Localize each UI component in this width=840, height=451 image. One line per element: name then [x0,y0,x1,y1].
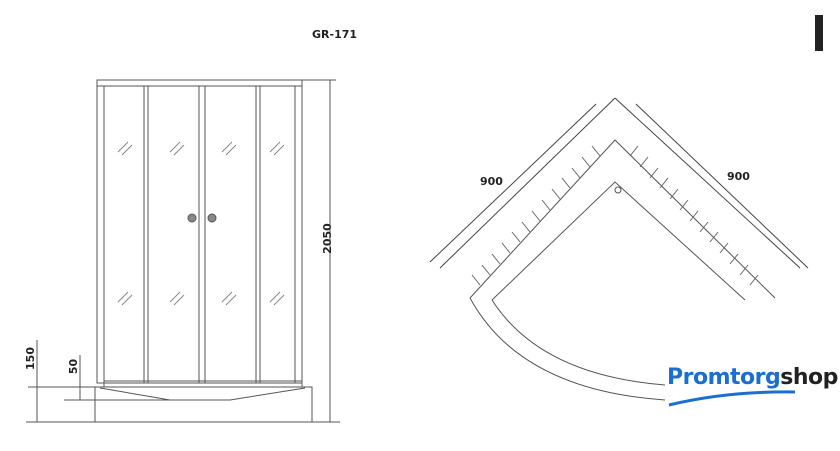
hatching [471,145,759,286]
logo-swoosh-icon [668,390,796,407]
door-handle-right [207,213,217,223]
logo-part1: Promtorg [667,365,781,390]
dim-side-left-label: 900 [480,175,503,188]
dim-side-right-label: 900 [727,170,750,183]
dim-tray-step-label: 50 [67,358,81,375]
model-label: GR-171 [312,28,358,41]
door-handle-left [187,213,197,223]
plan-view [429,97,809,401]
logo-part2: shop [780,365,838,390]
glass-reflection-marks [117,141,285,306]
dim-tray-height-label: 150 [23,347,37,370]
promtorgshop-logo: Promtorgshop [667,365,838,407]
edge-bar [815,15,823,51]
front-view [26,79,340,423]
dim-height-label: 2050 [320,223,334,254]
